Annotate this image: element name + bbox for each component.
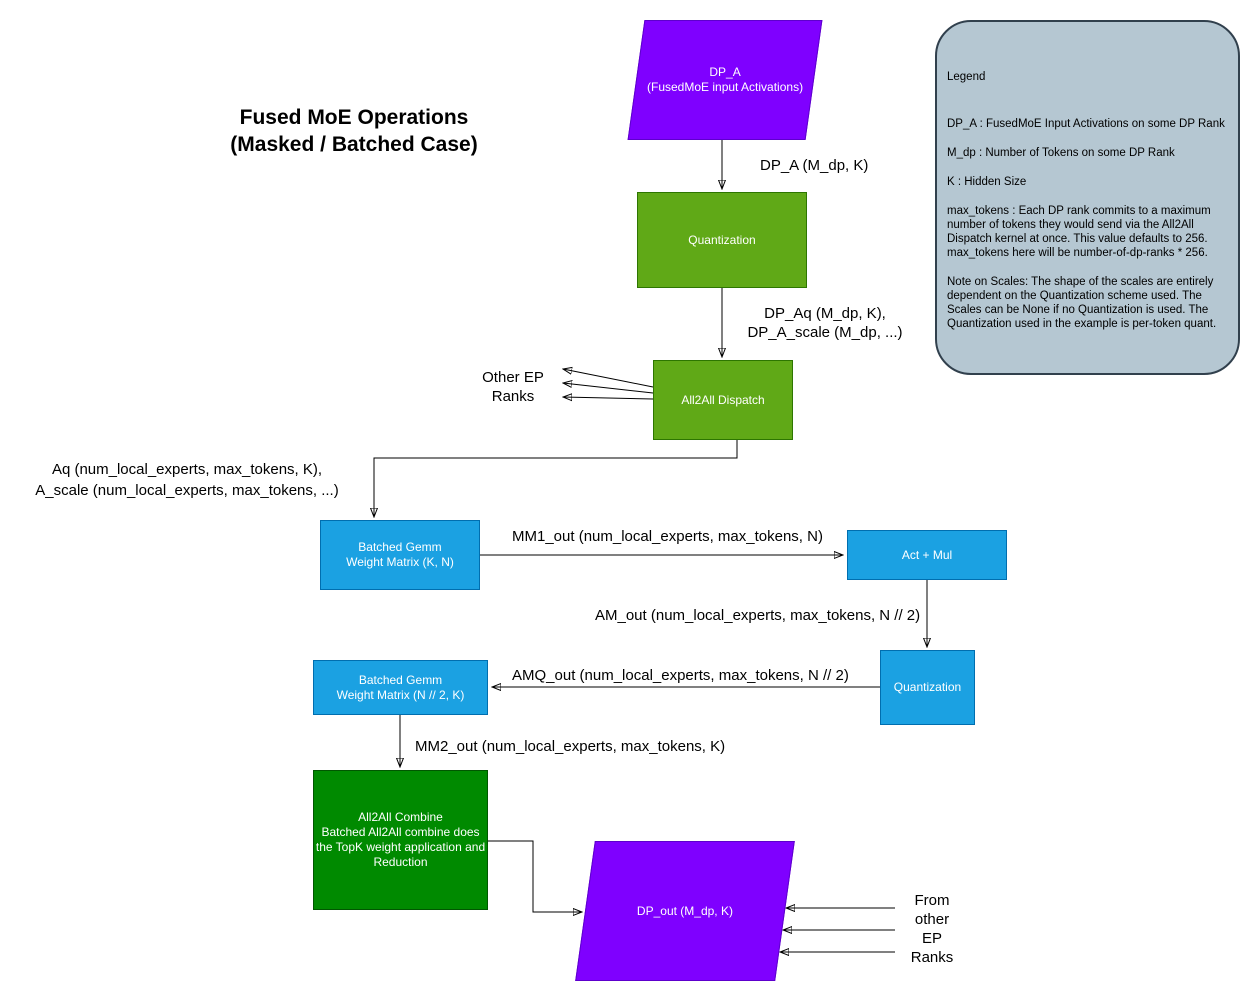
node-dp-a-label-line2: (FusedMoE input Activations) xyxy=(646,80,804,94)
label-from-other-ep-line1: From xyxy=(914,892,950,909)
legend-item-max-tokens: max_tokens : Each DP rank commits to a m… xyxy=(947,205,1211,259)
node-all2all-combine-line1: All2All Combine xyxy=(358,810,443,824)
edge-label-dispatch-out-line2: A_scale (num_local_experts, max_tokens, … xyxy=(35,482,339,499)
legend-panel: Legend DP_A : FusedMoE Input Activations… xyxy=(935,20,1240,375)
edge-label-quant-out-line2: DP_A_scale (M_dp, ...) xyxy=(747,324,903,341)
edge-label-am-out: AM_out (num_local_experts, max_tokens, N… xyxy=(595,607,921,624)
edge-label-dispatch-out-line1: Aq (num_local_experts, max_tokens, K), xyxy=(51,461,323,478)
node-act-mul-label: Act + Mul xyxy=(901,547,953,562)
node-all2all-dispatch: All2All Dispatch xyxy=(653,360,793,440)
label-from-other-ep-line3: EP xyxy=(921,930,942,947)
edge-label-mm1-out: MM1_out (num_local_experts, max_tokens, … xyxy=(512,528,823,545)
edge-combine-to-dp-out xyxy=(488,840,582,912)
node-dp-out: DP_out (M_dp, K) xyxy=(575,841,795,981)
edge-dispatch-to-other-ep-1 xyxy=(563,369,654,388)
node-all2all-combine-line3: the TopK weight application and xyxy=(315,840,486,854)
legend-item-k: K : Hidden Size xyxy=(947,176,1027,188)
legend-item-dp-a: DP_A : FusedMoE Input Activations on som… xyxy=(947,118,1225,130)
edge-label-mm2-out: MM2_out (num_local_experts, max_tokens, … xyxy=(415,738,726,755)
diagram-title: Fused MoE Operations (Masked / Batched C… xyxy=(194,104,514,158)
label-from-other-ep-line4: Ranks xyxy=(910,949,954,966)
node-batched-gemm-1-line2: Weight Matrix (K, N) xyxy=(346,555,454,569)
node-quantization-1-label: Quantization xyxy=(688,232,756,247)
node-batched-gemm-2-line1: Batched Gemm xyxy=(358,672,443,687)
edge-label-dispatch-out: Aq (num_local_experts, max_tokens, K), A… xyxy=(26,459,348,501)
node-batched-gemm-1: Batched Gemm Weight Matrix (K, N) xyxy=(320,520,480,590)
label-other-ep-ranks-line1: Other EP xyxy=(482,369,544,386)
node-quantization-2: Quantization xyxy=(880,650,975,725)
label-other-ep-ranks-line2: Ranks xyxy=(491,388,535,405)
diagram-title-line2: (Masked / Batched Case) xyxy=(230,133,478,156)
edge-label-dp-a-out: DP_A (M_dp, K) xyxy=(760,157,869,174)
label-other-ep-ranks: Other EP Ranks xyxy=(476,368,550,406)
edge-label-quant-out-line1: DP_Aq (M_dp, K), xyxy=(764,305,886,322)
node-all2all-combine: All2All Combine Batched All2All combine … xyxy=(313,770,488,910)
node-batched-gemm-2-line2: Weight Matrix (N // 2, K) xyxy=(336,687,465,702)
edge-dispatch-to-batched-gemm1 xyxy=(374,440,738,517)
node-quantization-2-label: Quantization xyxy=(893,680,962,694)
edge-label-amq-out: AMQ_out (num_local_experts, max_tokens, … xyxy=(512,667,849,684)
node-all2all-combine-line2: Batched All2All combine does xyxy=(321,825,480,839)
label-from-other-ep-line2: other xyxy=(914,911,950,928)
node-all2all-dispatch-label: All2All Dispatch xyxy=(681,392,765,407)
node-batched-gemm-2: Batched Gemm Weight Matrix (N // 2, K) xyxy=(313,660,488,715)
node-all2all-combine-line4: Reduction xyxy=(373,855,428,869)
diagram-title-line1: Fused MoE Operations xyxy=(239,106,469,129)
node-quantization-1: Quantization xyxy=(637,192,807,288)
legend-title: Legend xyxy=(947,71,986,83)
label-from-other-ep-ranks: From other EP Ranks xyxy=(903,891,961,967)
node-dp-a: DP_A (FusedMoE input Activations) xyxy=(627,20,823,140)
node-dp-a-label-line1: DP_A xyxy=(709,65,741,79)
node-dp-out-label: DP_out (M_dp, K) xyxy=(636,903,734,918)
legend-item-note-on-scales: Note on Scales: The shape of the scales … xyxy=(947,276,1217,330)
legend-item-m-dp: M_dp : Number of Tokens on some DP Rank xyxy=(947,147,1175,159)
edge-label-quant-out: DP_Aq (M_dp, K), DP_A_scale (M_dp, ...) xyxy=(744,304,906,342)
edge-dispatch-to-other-ep-3 xyxy=(563,397,654,399)
node-act-mul: Act + Mul xyxy=(847,530,1007,580)
node-batched-gemm-1-line1: Batched Gemm xyxy=(358,540,442,554)
edge-dispatch-to-other-ep-2 xyxy=(563,383,654,394)
